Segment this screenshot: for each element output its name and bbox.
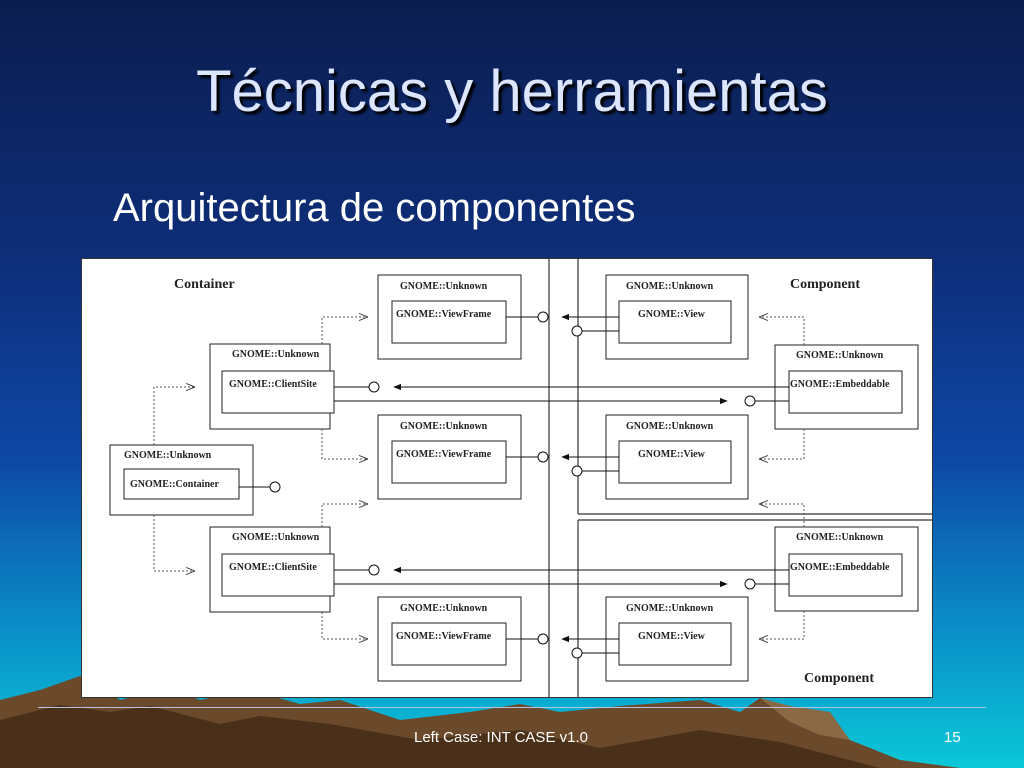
svg-text:GNOME::Unknown: GNOME::Unknown xyxy=(400,603,488,614)
clientsite-node-bottom: GNOME::Unknown GNOME::ClientSite xyxy=(209,526,728,613)
footer-divider xyxy=(38,707,986,708)
slide-title: Técnicas y herramientas xyxy=(196,59,828,124)
svg-text:GNOME::Embeddable: GNOME::Embeddable xyxy=(790,562,890,573)
component-label-bottom: Component xyxy=(804,671,874,686)
clientsite-node-top: GNOME::Unknown GNOME::ClientSite xyxy=(209,343,728,430)
footer-text: Left Case: INT CASE v1.0 xyxy=(414,729,588,746)
svg-text:GNOME::Unknown: GNOME::Unknown xyxy=(626,421,714,432)
container-node: GNOME::Unknown GNOME::Container xyxy=(109,444,281,516)
svg-text:GNOME::Unknown: GNOME::Unknown xyxy=(124,450,212,461)
embeddable-node-bottom: GNOME::Unknown GNOME::Embeddable xyxy=(393,526,919,612)
page-number: 15 xyxy=(944,729,961,746)
svg-text:GNOME::ClientSite: GNOME::ClientSite xyxy=(229,379,317,390)
svg-text:GNOME::Unknown: GNOME::Unknown xyxy=(232,349,320,360)
slide-subtitle: Arquitectura de componentes xyxy=(113,186,636,230)
svg-text:GNOME::Unknown: GNOME::Unknown xyxy=(626,603,714,614)
svg-text:GNOME::View: GNOME::View xyxy=(638,631,706,642)
svg-text:GNOME::Unknown: GNOME::Unknown xyxy=(796,532,884,543)
view-nodes: GNOME::Unknown GNOME::View GNOME::Unknow… xyxy=(561,274,749,682)
svg-text:GNOME::ClientSite: GNOME::ClientSite xyxy=(229,562,317,573)
container-label: Container xyxy=(174,277,235,292)
embeddable-node-top: GNOME::Unknown GNOME::Embeddable xyxy=(393,344,919,430)
svg-text:GNOME::ViewFrame: GNOME::ViewFrame xyxy=(396,449,492,460)
svg-text:GNOME::View: GNOME::View xyxy=(638,449,706,460)
component-label-top: Component xyxy=(790,277,860,292)
svg-text:GNOME::Unknown: GNOME::Unknown xyxy=(796,350,884,361)
svg-text:GNOME::Unknown: GNOME::Unknown xyxy=(626,281,714,292)
svg-text:GNOME::View: GNOME::View xyxy=(638,309,706,320)
svg-text:GNOME::ViewFrame: GNOME::ViewFrame xyxy=(396,631,492,642)
svg-text:GNOME::Unknown: GNOME::Unknown xyxy=(232,532,320,543)
architecture-diagram: Container Component Component GNOME::Unk… xyxy=(81,258,933,698)
svg-text:GNOME::Container: GNOME::Container xyxy=(130,479,219,490)
svg-text:GNOME::Unknown: GNOME::Unknown xyxy=(400,421,488,432)
viewframe-nodes: GNOME::Unknown GNOME::ViewFrame GNOME::U… xyxy=(377,274,549,682)
svg-text:GNOME::Unknown: GNOME::Unknown xyxy=(400,281,488,292)
svg-text:GNOME::ViewFrame: GNOME::ViewFrame xyxy=(396,309,492,320)
svg-text:GNOME::Embeddable: GNOME::Embeddable xyxy=(790,379,890,390)
